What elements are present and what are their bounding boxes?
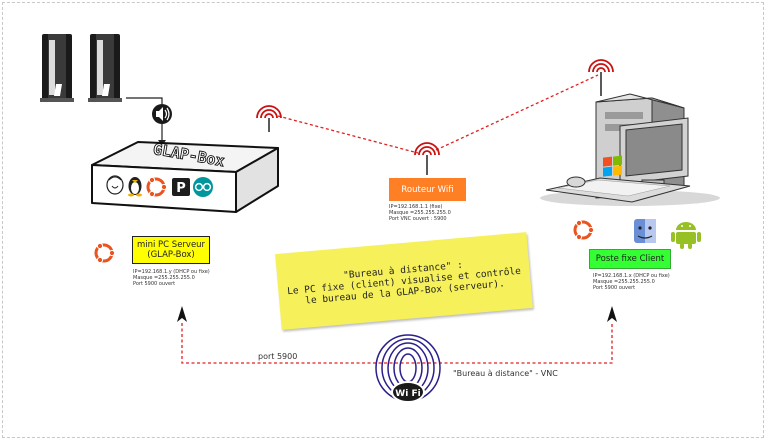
ubuntu-icon [94,242,116,264]
link-vnc [181,323,613,364]
router-port: Port VNC ouvert : 5900 [389,216,447,223]
android-icon [671,222,701,249]
vnc-label: "Bureau à distance" - VNC [453,369,558,378]
audio-cable [126,97,163,142]
finder-icon [634,219,656,243]
arduino-icon [193,177,213,197]
speakers-icon [40,34,122,102]
client-ip: IP=192.168.1.x (DHCP ou fixe) [593,273,670,279]
server-mask: Masque =255.255.255.0 [133,275,195,282]
server-title-line2: (GLAP-Box) [147,250,195,260]
client-title-box: Poste fixe Client [589,249,671,269]
diagram-frame [2,2,764,438]
speaker-left [40,34,74,102]
server-port: Port 5900 ouvert [133,281,176,288]
wifi-logo-icon [375,334,441,403]
ubuntu-icon [573,219,595,241]
port-label: port 5900 [258,352,298,361]
processing-icon: P [172,178,190,196]
volume-icon [152,104,172,124]
server-title-line1: mini PC Serveur [136,240,206,250]
router-title-box: Routeur Wifi [389,178,466,201]
wifi-links [181,74,613,364]
router-mask: Masque =255.255.255.0 [389,210,451,217]
client-title: Poste fixe Client [595,254,665,264]
link-server-router [277,115,419,154]
client-port: Port 5900 ouvert [593,285,636,292]
server-ip: IP=192.168.1.y (DHCP ou fixe) [133,269,210,275]
router-info: IP=192.168.1.1 (fixe) Masque =255.255.25… [389,204,451,223]
wifi-logo-label: Wi Fi [395,389,420,399]
linux-tux-icon [128,177,142,197]
client-mask: Masque =255.255.255.0 [593,279,655,286]
gnu-icon [106,175,124,195]
arrow-up-client [607,306,617,322]
windows-icon [603,155,622,177]
router-ip: IP=192.168.1.1 (fixe) [389,204,443,210]
arrow-up-server [177,306,187,322]
svg-text:P: P [176,181,186,196]
client-pc-icon [540,93,720,206]
link-router-client [435,74,599,151]
speaker-right [88,34,122,102]
ubuntu-icon [146,176,168,198]
router-title: Routeur Wifi [401,184,454,195]
server-title-box: mini PC Serveur (GLAP-Box) [132,236,210,264]
client-info: IP=192.168.1.x (DHCP ou fixe) Masque =25… [593,273,670,292]
wifi-signal-icon [256,59,614,175]
server-info: IP=192.168.1.y (DHCP ou fixe) Masque =25… [133,269,210,288]
